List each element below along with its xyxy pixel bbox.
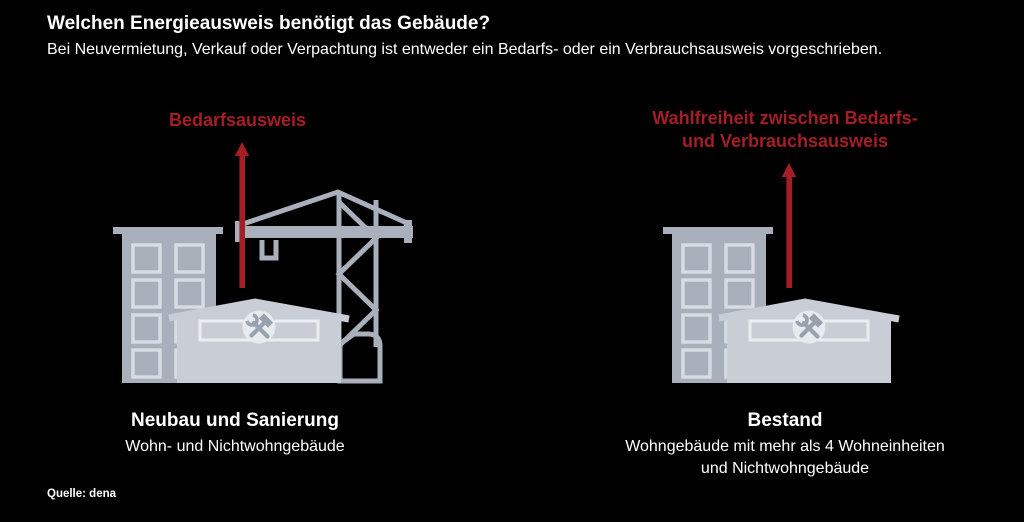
right-buildings — [663, 227, 899, 383]
right-caption-subtitle-line1: Wohngebäude mit mehr als 4 Wohneinheiten — [625, 438, 945, 455]
page-title: Welchen Energieausweis benötigt das Gebä… — [47, 13, 491, 34]
right-arrow-label-line1: Wahlfreiheit zwischen Bedarfs- — [652, 108, 918, 128]
construction-crane — [235, 189, 413, 384]
left-buildings — [113, 227, 349, 383]
page-subtitle: Bei Neuvermietung, Verkauf oder Verpacht… — [47, 41, 883, 58]
header: Welchen Energieausweis benötigt das Gebä… — [47, 13, 987, 59]
left-caption-subtitle: Wohn- und Nichtwohngebäude — [125, 438, 345, 455]
crane-base — [337, 331, 383, 384]
crane-hook — [259, 240, 279, 261]
right-caption-subtitle-line2: und Nichtwohngebäude — [700, 460, 870, 477]
left-arrow-label: Bedarfsausweis — [168, 110, 307, 130]
left-up-arrow — [234, 142, 250, 288]
source-note: Quelle: dena — [47, 488, 117, 500]
right-up-arrow — [781, 163, 797, 288]
right-arrow-label: Wahlfreiheit zwischen Bedarfs- und Verbr… — [612, 107, 958, 153]
right-caption-title: Bestand — [747, 410, 823, 431]
right-caption-subtitle: Wohngebäude mit mehr als 4 Wohneinheiten… — [605, 436, 965, 480]
left-caption-title: Neubau und Sanierung — [131, 410, 339, 431]
right-arrow-label-line2: und Verbrauchsausweis — [681, 131, 889, 151]
right-caption: Bestand Wohngebäude mit mehr als 4 Wohne… — [605, 410, 965, 480]
left-caption: Neubau und Sanierung Wohn- und Nichtwohn… — [85, 410, 385, 458]
